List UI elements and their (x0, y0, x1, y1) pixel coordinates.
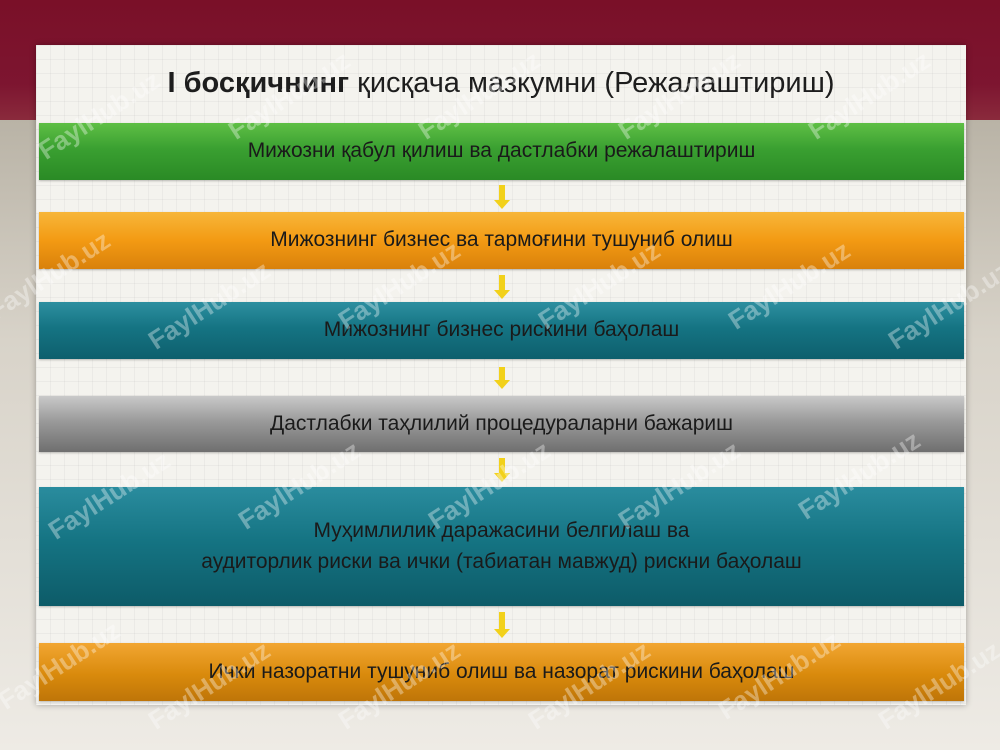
step-1-box: Мижозни қабул қилиш ва дастлабки режалаш… (39, 123, 964, 180)
step-1-label: Мижозни қабул қилиш ва дастлабки режалаш… (247, 139, 756, 163)
step-5-box: Муҳимлилик даражасини белгилаш ва аудито… (39, 487, 964, 606)
step-3-box: Мижознинг бизнес рискини баҳолаш (39, 302, 964, 359)
arrow-down-icon (494, 612, 510, 638)
arrow-down-icon (494, 275, 510, 299)
step-4-box: Дастлабки таҳлилий процедураларни бажари… (39, 396, 964, 452)
slide-title-bold: I босқичнинг (167, 67, 350, 99)
step-3-label: Мижознинг бизнес рискини баҳолаш (323, 318, 680, 342)
slide: I босқичнинг қисқача мазкумни (Режалашти… (36, 45, 966, 705)
step-2-label: Мижознинг бизнес ва тармоғини тушуниб ол… (270, 228, 733, 252)
step-6-label: Ички назоратни тушуниб олиш ва назорат р… (208, 659, 795, 683)
arrow-down-icon (494, 458, 510, 482)
step-5-label-line2: аудиторлик риски ва ички (табиатан мавжу… (201, 549, 802, 573)
arrow-down-icon (494, 185, 510, 209)
arrow-down-icon (494, 367, 510, 389)
step-5-label-line1: Муҳимлилик даражасини белгилаш ва (313, 519, 690, 543)
step-2-box: Мижознинг бизнес ва тармоғини тушуниб ол… (39, 212, 964, 269)
step-4-label: Дастлабки таҳлилий процедураларни бажари… (270, 411, 733, 435)
slide-title: I босқичнинг қисқача мазкумни (Режалашти… (36, 67, 966, 100)
slide-title-rest: қисқача мазкумни (Режалаштириш) (349, 67, 835, 99)
step-6-box: Ички назоратни тушуниб олиш ва назорат р… (39, 643, 964, 701)
